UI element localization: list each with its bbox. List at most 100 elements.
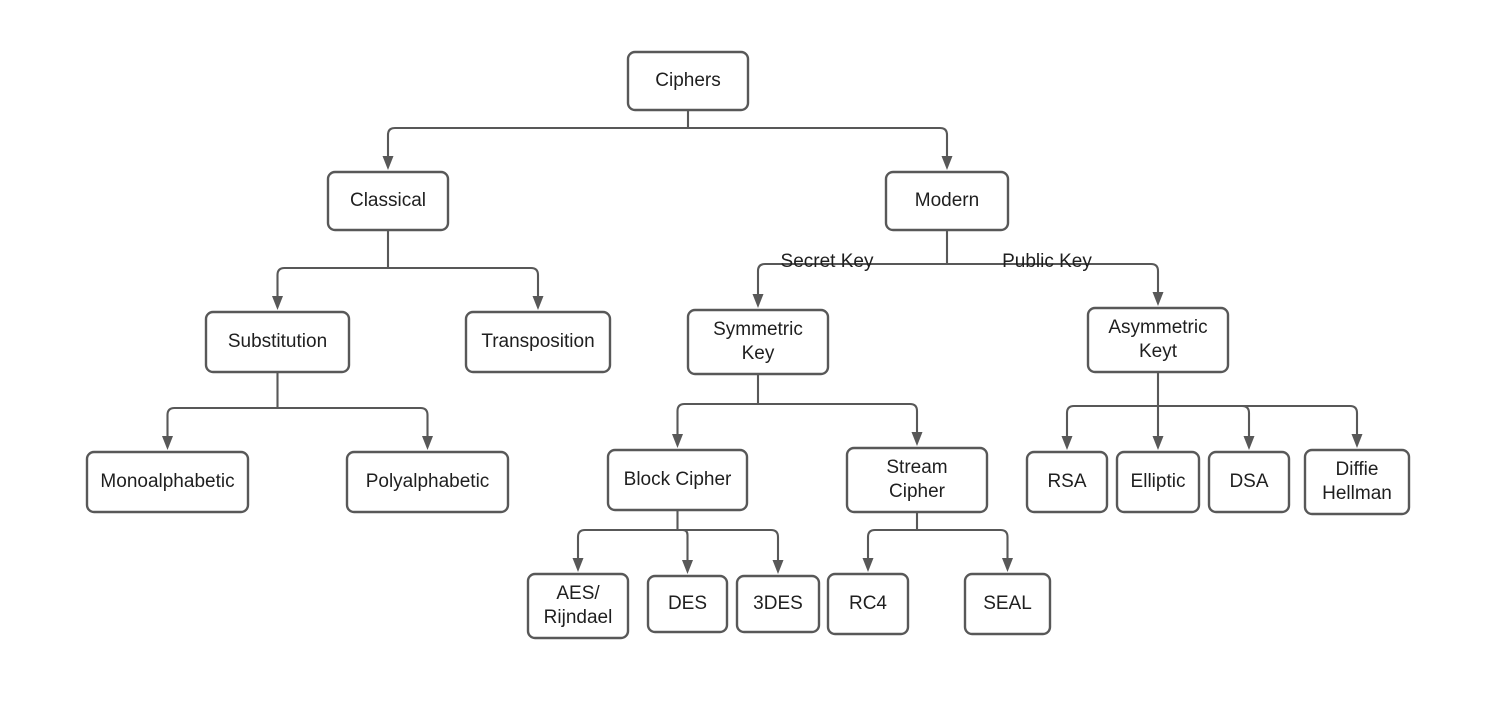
edge-ciphers-to-modern	[688, 126, 949, 156]
arrowhead-modern	[941, 156, 953, 170]
node-label-des: DES	[668, 593, 707, 614]
node-polyalphabetic[interactable]: Polyalphabetic	[345, 450, 510, 514]
arrowhead-rc4	[862, 558, 874, 572]
node-label-polyalphabetic: Polyalphabetic	[366, 471, 490, 492]
node-substitution[interactable]: Substitution	[204, 310, 351, 374]
node-label-rc4: RC4	[849, 593, 887, 614]
node-elliptic[interactable]: Elliptic	[1115, 450, 1201, 514]
node-monoalphabetic[interactable]: Monoalphabetic	[85, 450, 250, 514]
edge-block-cipher-to-aes-rijndael	[576, 528, 678, 558]
node-box-polyalphabetic[interactable]	[345, 450, 510, 514]
edge-asymmetric-key-to-diffie-hellman	[1158, 404, 1359, 434]
arrowhead-dsa	[1243, 436, 1255, 450]
node-box-3des[interactable]	[735, 574, 821, 634]
node-label-symmetric-key: Key	[742, 343, 775, 364]
node-box-block-cipher[interactable]	[606, 448, 749, 512]
edge-stream-cipher-to-rc4	[866, 528, 917, 558]
edge-group-classical	[272, 230, 544, 310]
edge-asymmetric-key-to-dsa	[1158, 404, 1251, 436]
node-box-asymmetric-key[interactable]	[1086, 306, 1230, 374]
node-transposition[interactable]: Transposition	[464, 310, 612, 374]
edge-substitution-to-polyalphabetic	[277, 406, 429, 436]
edges-layer	[162, 110, 1363, 574]
node-label-asymmetric-key: Asymmetric	[1108, 317, 1207, 338]
node-label-block-cipher: Block Cipher	[624, 469, 732, 490]
node-label-stream-cipher: Cipher	[889, 481, 946, 502]
node-label-modern: Modern	[915, 190, 979, 211]
node-box-transposition[interactable]	[464, 310, 612, 374]
edge-classical-to-substitution	[276, 266, 388, 296]
node-label-3des: 3DES	[753, 593, 803, 614]
node-rc4[interactable]: RC4	[826, 572, 910, 636]
node-label-diffie-hellman: Hellman	[1322, 483, 1392, 504]
node-ciphers[interactable]: Ciphers	[626, 50, 750, 112]
node-des[interactable]: DES	[646, 574, 729, 634]
edge-group-asymmetric-key	[1061, 372, 1363, 450]
arrowhead-substitution	[272, 296, 283, 310]
arrowhead-asymmetric-key	[1152, 292, 1164, 306]
node-box-ciphers[interactable]	[626, 50, 750, 112]
edge-stream-cipher-to-seal	[917, 528, 1009, 558]
node-box-diffie-hellman[interactable]	[1303, 448, 1411, 516]
node-modern[interactable]: Modern	[884, 170, 1010, 232]
node-3des[interactable]: 3DES	[735, 574, 821, 634]
node-box-rc4[interactable]	[826, 572, 910, 636]
node-box-classical[interactable]	[326, 170, 450, 232]
node-box-symmetric-key[interactable]	[686, 308, 830, 376]
node-label-seal: SEAL	[983, 593, 1032, 614]
node-box-dsa[interactable]	[1207, 450, 1291, 514]
arrowhead-3des	[772, 560, 784, 574]
node-aes-rijndael[interactable]: AES/Rijndael	[526, 572, 630, 640]
edge-group-symmetric-key	[672, 374, 923, 448]
edge-symmetric-key-to-stream-cipher	[758, 402, 919, 432]
edge-substitution-to-monoalphabetic	[166, 406, 278, 436]
edge-modern-to-symmetric-key	[756, 262, 947, 294]
node-box-des[interactable]	[646, 574, 729, 634]
arrowhead-seal	[1002, 558, 1013, 572]
node-label-asymmetric-key: Keyt	[1139, 341, 1178, 362]
node-box-modern[interactable]	[884, 170, 1010, 232]
node-box-aes-rijndael[interactable]	[526, 572, 630, 640]
arrowhead-elliptic	[1152, 436, 1164, 450]
edge-ciphers-to-classical	[386, 126, 688, 156]
edge-group-modern	[752, 230, 1164, 308]
arrowhead-stream-cipher	[911, 432, 923, 446]
node-box-rsa[interactable]	[1025, 450, 1109, 514]
arrowhead-classical	[382, 156, 394, 170]
arrowhead-des	[682, 560, 693, 574]
node-box-stream-cipher[interactable]	[845, 446, 989, 514]
arrowhead-block-cipher	[672, 434, 683, 448]
node-dsa[interactable]: DSA	[1207, 450, 1291, 514]
edge-block-cipher-to-3des	[677, 528, 780, 560]
node-label-symmetric-key: Symmetric	[713, 319, 803, 340]
node-label-dsa: DSA	[1229, 471, 1268, 492]
node-label-classical: Classical	[350, 190, 426, 211]
node-seal[interactable]: SEAL	[963, 572, 1052, 636]
node-box-seal[interactable]	[963, 572, 1052, 636]
node-block-cipher[interactable]: Block Cipher	[606, 448, 749, 512]
edge-block-cipher-to-des	[677, 528, 689, 560]
arrowhead-monoalphabetic	[162, 436, 173, 450]
node-label-aes-rijndael: AES/	[556, 583, 600, 604]
node-label-rsa: RSA	[1047, 471, 1086, 492]
node-label-substitution: Substitution	[228, 331, 327, 352]
node-label-transposition: Transposition	[481, 331, 594, 352]
node-classical[interactable]: Classical	[326, 170, 450, 232]
node-box-substitution[interactable]	[204, 310, 351, 374]
node-rsa[interactable]: RSA	[1025, 450, 1109, 514]
edge-classical-to-transposition	[388, 266, 540, 296]
node-label-monoalphabetic: Monoalphabetic	[100, 471, 234, 492]
node-box-monoalphabetic[interactable]	[85, 450, 250, 514]
node-box-elliptic[interactable]	[1115, 450, 1201, 514]
node-label-elliptic: Elliptic	[1131, 471, 1186, 492]
arrowhead-rsa	[1061, 436, 1073, 450]
node-label-ciphers: Ciphers	[655, 70, 720, 91]
arrowhead-polyalphabetic	[422, 436, 433, 450]
